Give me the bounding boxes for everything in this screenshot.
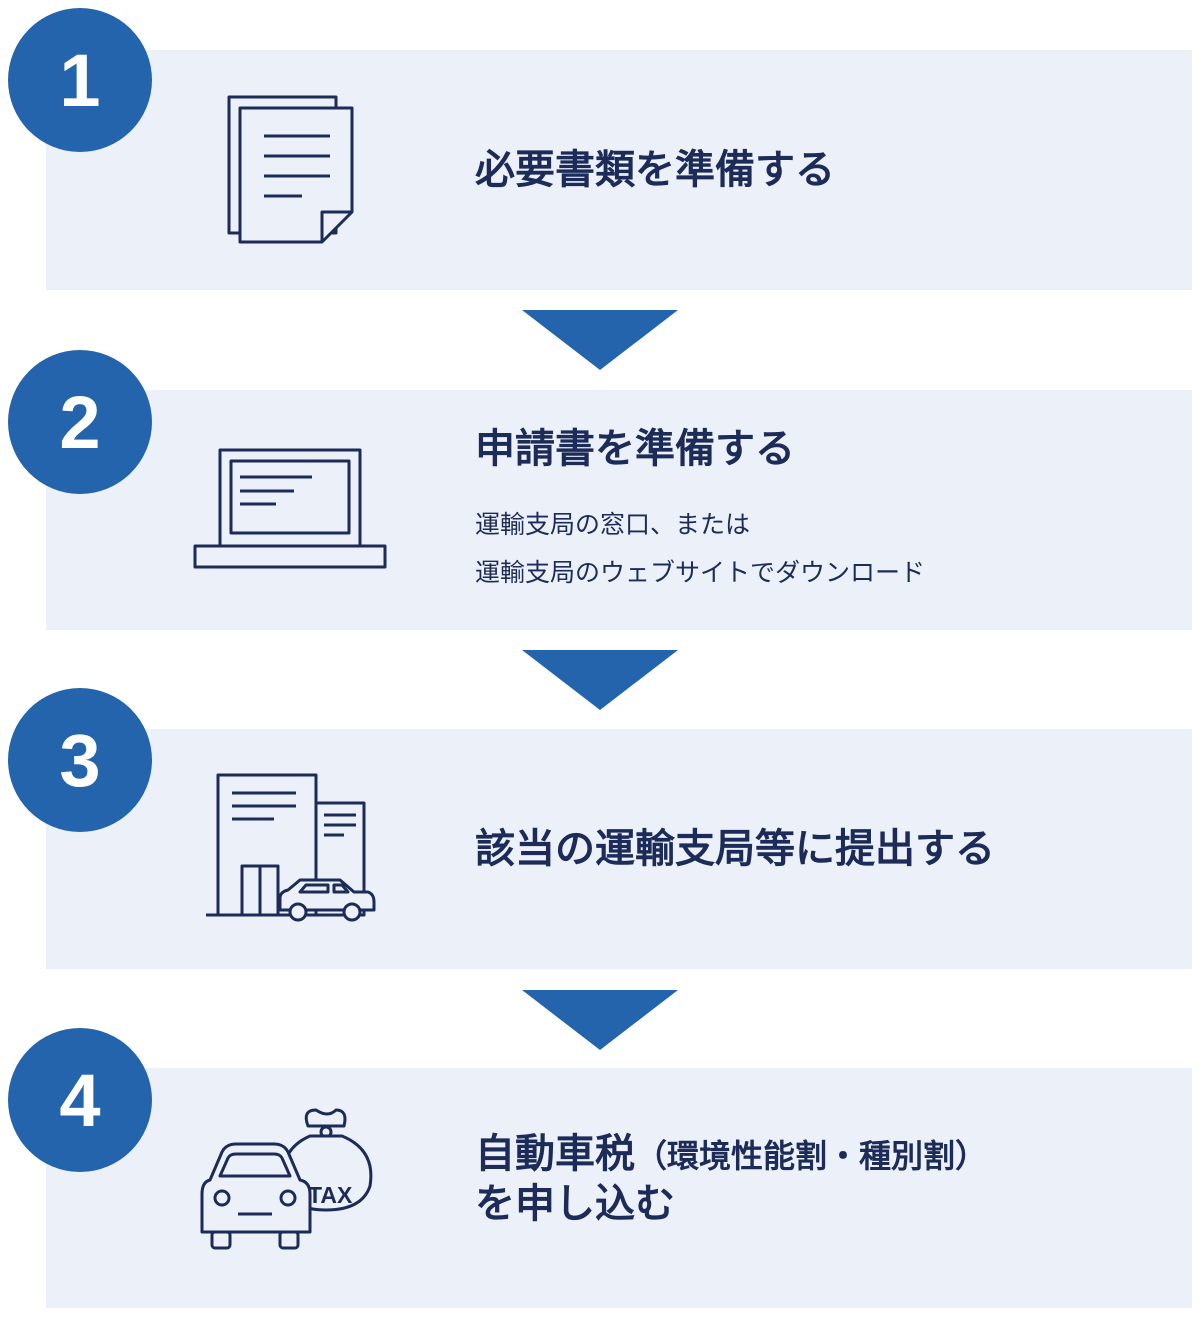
tax-label: TAX [308, 1182, 353, 1208]
step-4-title-main: 自動車税 [475, 1131, 635, 1177]
step-2-box [46, 390, 1192, 630]
down-arrow-1 [522, 310, 678, 370]
down-arrow-3 [522, 990, 678, 1050]
step-2-description-line-1: 運輸支局の窓口、または [475, 510, 751, 539]
step-2-title: 申請書を準備する [475, 426, 795, 472]
step-1-title: 必要書類を準備する [475, 147, 835, 193]
down-arrow-2 [522, 650, 678, 710]
step-4-title-paren: （環境性能割・種別割） [635, 1137, 988, 1175]
step-4-number-badge: 4 [8, 1028, 152, 1172]
step-2-description: 運輸支局の窓口、または 運輸支局のウェブサイトでダウンロード [475, 501, 925, 597]
documents-icon [227, 95, 354, 244]
car-tax-bag-icon: TAX [198, 1106, 390, 1262]
office-building-car-icon [206, 773, 376, 922]
step-4-title: 自動車税（環境性能割・種別割） を申し込む [475, 1129, 987, 1229]
step-2-description-line-2: 運輸支局のウェブサイトでダウンロード [475, 558, 926, 587]
step-1-number-badge: 1 [8, 8, 152, 152]
step-4-title-line-2: を申し込む [475, 1181, 675, 1227]
step-2-number-badge: 2 [8, 350, 152, 494]
step-3-number-badge: 3 [8, 688, 152, 832]
laptop-icon [193, 448, 387, 569]
step-3-title: 該当の運輸支局等に提出する [475, 826, 995, 872]
